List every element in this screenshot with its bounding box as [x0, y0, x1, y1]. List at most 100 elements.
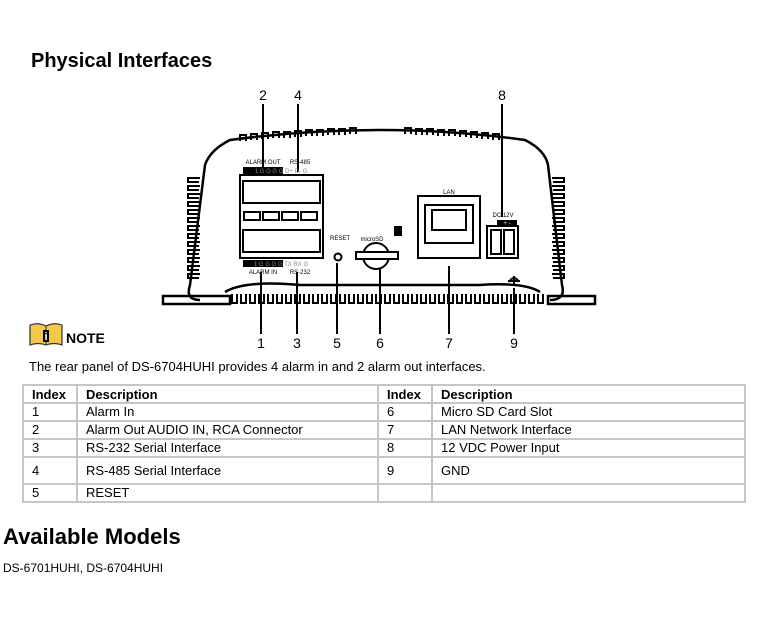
heatsink-fin: [537, 294, 544, 304]
cell: 2: [22, 420, 78, 440]
heatsink-fin: [438, 294, 445, 304]
callout-3: 3: [293, 335, 301, 351]
heatsink-fin: [483, 294, 490, 304]
callout-6: 6: [376, 335, 384, 351]
microsd-slot: [355, 251, 399, 260]
heatsink-fin: [552, 225, 565, 231]
header-index: Index: [377, 384, 433, 404]
heatsink-fin: [470, 131, 478, 138]
section-title-physical-interfaces: Physical Interfaces: [31, 50, 213, 72]
heatsink-fin: [348, 294, 355, 304]
callout-5: 5: [333, 335, 341, 351]
header-description: Description: [76, 384, 379, 404]
heatsink-fin: [552, 177, 565, 183]
heatsink-fin: [519, 294, 526, 304]
cell: 5: [22, 483, 78, 503]
cell: Micro SD Card Slot: [431, 402, 746, 422]
heatsink-fin: [552, 273, 565, 279]
heatsink-fin: [276, 294, 283, 304]
heatsink-fin: [459, 130, 467, 137]
heatsink-fin: [330, 294, 337, 304]
heatsink-fin: [402, 294, 409, 304]
heatsink-fin: [305, 129, 313, 136]
cell: GND: [431, 456, 746, 485]
heatsink-fin: [552, 233, 565, 239]
label-microsd: microSD: [360, 237, 384, 243]
note-label: NOTE: [66, 330, 105, 346]
svg-text:i: i: [44, 331, 47, 343]
heatsink-fin: [552, 201, 565, 207]
heatsink-fin: [492, 133, 500, 140]
heatsink-fin: [187, 273, 200, 279]
label-alarm-in: ALARM IN: [249, 270, 277, 276]
heatsink-fin: [456, 294, 463, 304]
label-dc: DC 12V: [492, 213, 513, 219]
reset-button: [333, 252, 343, 262]
heatsink-fin: [437, 129, 445, 136]
cell: 8: [377, 438, 433, 458]
heatsink-fin: [426, 128, 434, 135]
cell: 12 VDC Power Input: [431, 438, 746, 458]
heatsink-fin: [187, 185, 200, 191]
heatsink-fin: [267, 294, 274, 304]
callout-8: 8: [498, 87, 506, 103]
heatsink-fin: [429, 294, 436, 304]
cell: 1: [22, 402, 78, 422]
heatsink-fin: [481, 132, 489, 139]
heatsink-fin: [239, 134, 247, 141]
cell: 9: [377, 456, 433, 485]
heatsink-fin: [501, 294, 508, 304]
callout-7: 7: [445, 335, 453, 351]
heatsink-fin: [231, 294, 238, 304]
heatsink-fin: [528, 294, 535, 304]
heatsink-fin: [448, 129, 456, 136]
lan-port: [417, 195, 481, 259]
cell: [431, 483, 746, 503]
note: i NOTE: [29, 322, 105, 346]
heatsink-fin: [312, 294, 319, 304]
heatsink-fin: [285, 294, 292, 304]
callout-9: 9: [510, 335, 518, 351]
heatsink-fin: [552, 265, 565, 271]
device-foot: [161, 294, 597, 306]
cell: Alarm Out AUDIO IN, RCA Connector: [76, 420, 379, 440]
heatsink-fin: [552, 241, 565, 247]
heatsink-fin: [552, 249, 565, 255]
heatsink-fin: [393, 294, 400, 304]
heatsink-fin: [187, 193, 200, 199]
ground-icon: [508, 276, 520, 286]
label-lan: LAN: [443, 190, 455, 196]
label-polarity: + -: [503, 221, 510, 227]
heatsink-fin: [321, 294, 328, 304]
heatsink-fin: [552, 185, 565, 191]
heatsink-fin: [316, 129, 324, 136]
note-text: The rear panel of DS-6704HUHI provides 4…: [29, 359, 486, 374]
info-book-icon: i: [29, 322, 63, 346]
label-rs485: RS-485: [290, 160, 311, 166]
heatsink-fin: [384, 294, 391, 304]
label-rs232: RS-232: [290, 270, 311, 276]
cell: [377, 483, 433, 503]
label-bottom-pins: 1 G G G G TX RX G: [254, 262, 309, 268]
dc-power-port: [486, 225, 519, 259]
heatsink-fin: [187, 217, 200, 223]
heatsink-fin: [411, 294, 418, 304]
cell: 6: [377, 402, 433, 422]
heatsink-fin: [250, 133, 258, 140]
heatsink-fin: [187, 265, 200, 271]
table-header-row: Index Description Index Description: [22, 384, 746, 404]
cell: LAN Network Interface: [431, 420, 746, 440]
header-index: Index: [22, 384, 78, 404]
heatsink-fin: [357, 294, 364, 304]
heatsink-fin: [187, 241, 200, 247]
heatsink-fin: [339, 294, 346, 304]
heatsink-fin: [552, 257, 565, 263]
cell: RS-485 Serial Interface: [76, 456, 379, 485]
heatsink-fin: [327, 128, 335, 135]
heatsink-fin: [187, 233, 200, 239]
heatsink-fin: [187, 225, 200, 231]
